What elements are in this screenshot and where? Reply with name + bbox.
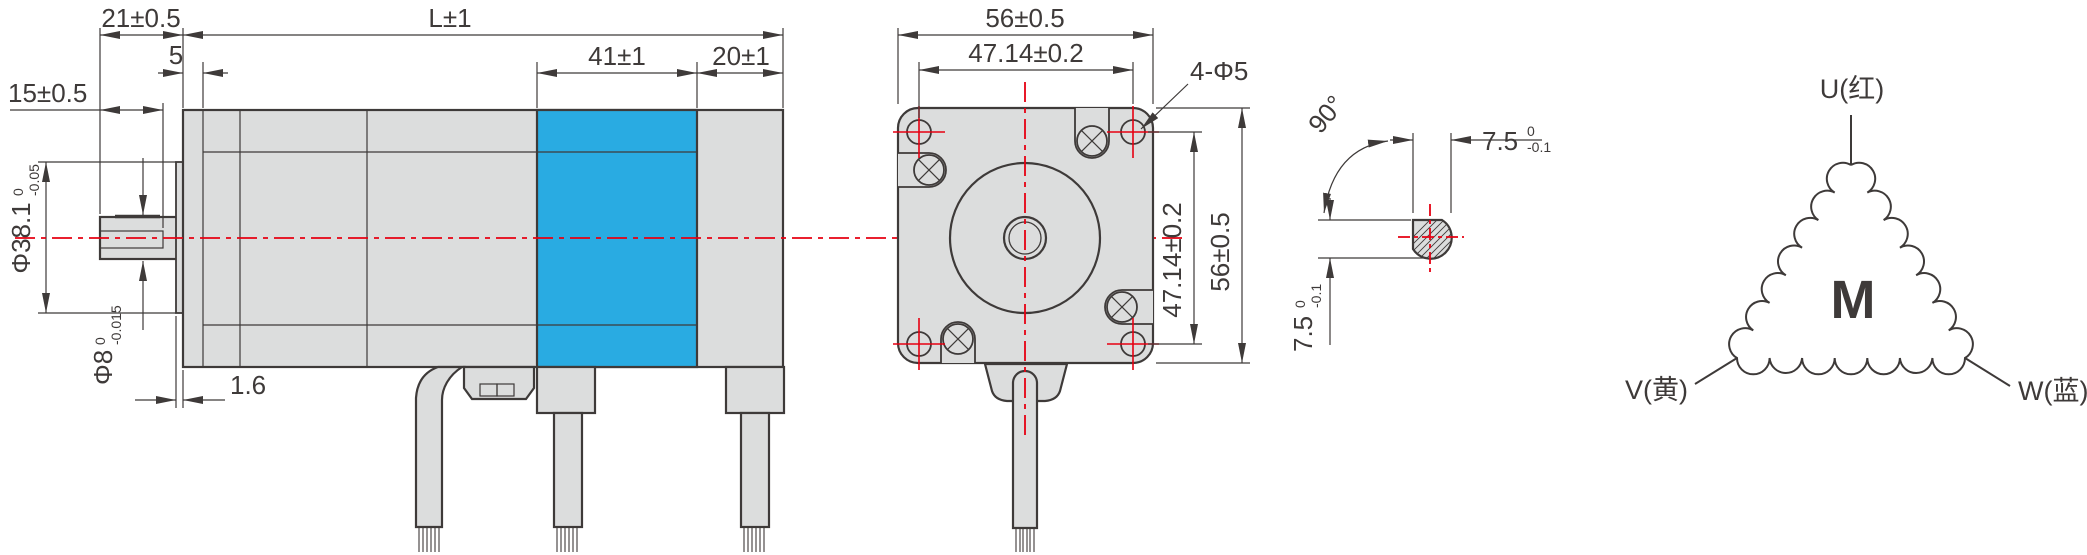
lead-cable-mid xyxy=(552,411,584,529)
screw-slot-top xyxy=(1074,108,1110,159)
shaft-section-profile xyxy=(1411,218,1453,260)
dim-shaft-tip-to-flange: 21±0.5 xyxy=(99,3,184,214)
phase-w-label: W(蓝) xyxy=(2018,376,2087,406)
dim-label-shaft-dia: Φ8 xyxy=(88,350,118,385)
lead-cable-rear xyxy=(739,411,771,529)
dim-mounting-holes-callout: 4-Φ5 xyxy=(1140,56,1248,130)
dim-label-75-h-tol-lower: -0.1 xyxy=(1527,139,1551,155)
dim-label-4714-right: 47.14±0.2 xyxy=(1157,202,1187,317)
cable-gland-mid xyxy=(535,365,597,415)
dim-label-20: 20±1 xyxy=(712,41,770,71)
frayed-wires-rear-cable xyxy=(743,527,765,552)
dim-hole-spacing-vertical: 47.14±0.2 xyxy=(1148,131,1202,345)
dim-shaft-diameter: Φ8 0 -0.015 xyxy=(88,158,147,385)
dim-label-pilot-dia-tol-lower: -0.05 xyxy=(26,164,42,196)
dim-label-5: 5 xyxy=(169,40,183,70)
dim-label-75-v-tol-lower: -0.1 xyxy=(1308,284,1324,308)
front-view: 56±0.5 47.14±0.2 4-Φ5 47.14±0.2 xyxy=(893,3,1250,552)
dim-label-90deg: 90° xyxy=(1302,90,1350,139)
connector-block xyxy=(462,365,536,401)
bent-lead-cable xyxy=(414,365,466,529)
dim-label-75-h: 7.5 xyxy=(1482,126,1518,156)
dim-flange-step: 5 xyxy=(158,40,228,108)
dim-label-21: 21±0.5 xyxy=(101,3,180,33)
dim-mid-section: 41±1 xyxy=(536,41,698,108)
frayed-wires-mid-cable xyxy=(556,527,578,552)
connector-terminal-2 xyxy=(496,383,515,397)
dim-label-4714-top: 47.14±0.2 xyxy=(968,38,1083,68)
screw-slot-bottom xyxy=(940,321,976,363)
screw-slot-left xyxy=(898,152,947,188)
screw-slot-right xyxy=(1104,289,1153,325)
dim-label-15: 15±0.5 xyxy=(8,78,87,108)
assembly-screws xyxy=(913,125,1138,355)
motor-symbol-label: M xyxy=(1831,270,1876,330)
phase-w-lead xyxy=(1964,357,2011,387)
dim-label-1-6: 1.6 xyxy=(230,370,266,400)
dim-label-pilot-dia-tol-upper: 0 xyxy=(10,188,26,196)
dim-label-4phi5: 4-Φ5 xyxy=(1190,56,1248,86)
dim-body-length: L±1 xyxy=(183,3,784,108)
dim-flange-height: 56±0.5 xyxy=(1156,107,1250,364)
dim-rear-section: 20±1 xyxy=(697,41,783,77)
phase-u-label: U(红) xyxy=(1820,74,1884,104)
dim-label-shaft-dia-tol-upper: 0 xyxy=(92,337,108,345)
dim-label-56-right: 56±0.5 xyxy=(1205,212,1235,291)
dim-label-75-v-tol-upper: 0 xyxy=(1292,300,1308,308)
phase-v-label: V(黄) xyxy=(1625,375,1688,405)
dim-shaft-flat-length: 15±0.5 xyxy=(8,78,164,228)
dim-boss-thickness: 1.6 xyxy=(135,316,266,408)
side-view: 21±0.5 L±1 5 41±1 20±1 xyxy=(6,3,786,552)
dim-flat-height: 7.5 0 -0.1 xyxy=(1288,198,1428,352)
dim-label-41: 41±1 xyxy=(588,41,646,71)
dim-label-75-h-tol-upper: 0 xyxy=(1527,123,1535,139)
dim-flange-width: 56±0.5 xyxy=(897,3,1154,104)
frayed-wires-front-cable xyxy=(1015,528,1035,552)
dim-label-56-top: 56±0.5 xyxy=(985,3,1064,33)
shaft-cross-section: 7.5 0 -0.1 7.5 0 -0.1 90° xyxy=(1288,90,1551,352)
frayed-wires-bent-cable xyxy=(418,527,440,552)
front-lead-cable xyxy=(1011,369,1039,530)
dim-hole-spacing-horizontal: 47.14±0.2 xyxy=(918,38,1134,118)
dim-label-75-v: 7.5 xyxy=(1288,316,1318,352)
dim-label-L: L±1 xyxy=(428,3,471,33)
phase-v-lead xyxy=(1694,357,1738,385)
dim-flat-width: 7.5 0 -0.1 xyxy=(1390,123,1551,213)
wiring-diagram: M U(红) V(黄) W(蓝) xyxy=(1625,74,2087,406)
dim-flat-angle: 90° xyxy=(1302,90,1389,214)
delta-winding-coils xyxy=(1728,161,1974,376)
cable-gland-rear xyxy=(724,365,786,415)
dim-label-shaft-dia-tol-lower: -0.015 xyxy=(108,305,124,345)
shaft-flat-outline xyxy=(99,230,164,249)
